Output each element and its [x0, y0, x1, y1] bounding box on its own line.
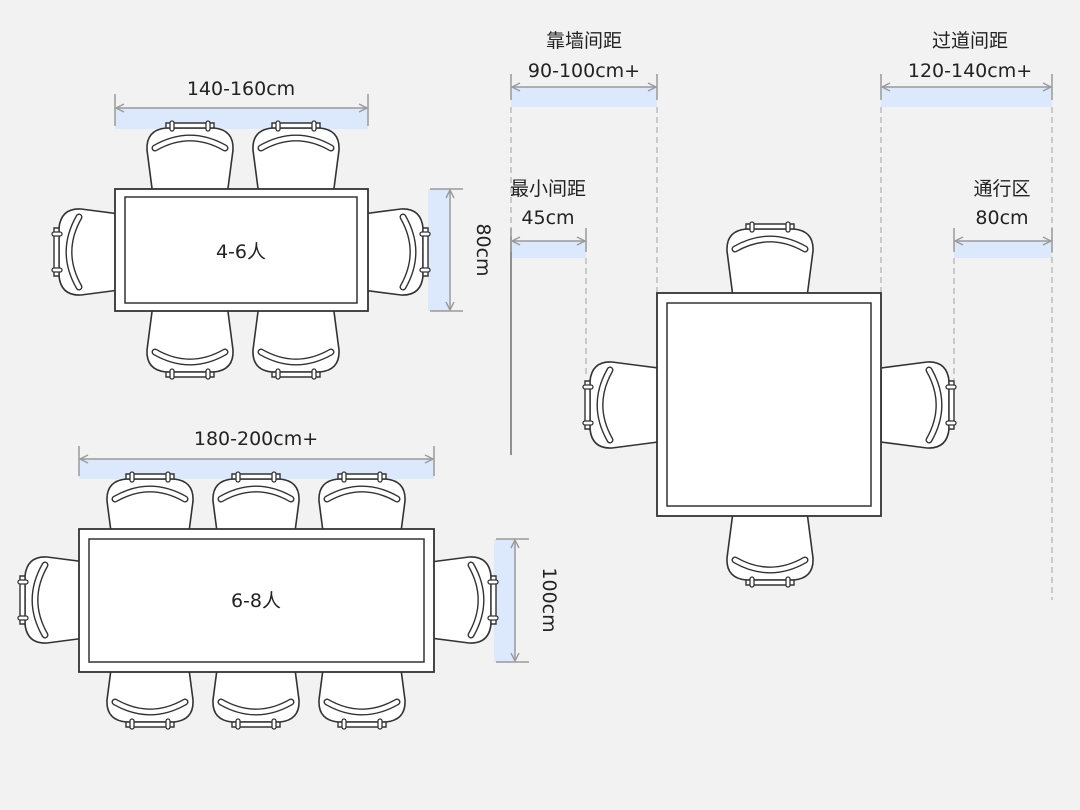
chair	[422, 556, 499, 644]
min-spacing-value: 45cm	[521, 207, 574, 229]
depth-label-4-6: 80cm	[472, 223, 494, 276]
chair	[252, 120, 340, 197]
band-140-160	[115, 108, 368, 129]
width-label-6-8: 180-200cm+	[194, 428, 318, 450]
chair	[146, 303, 234, 380]
min-spacing-title: 最小间距	[510, 178, 586, 200]
band-pass	[954, 241, 1052, 258]
chair	[51, 208, 128, 296]
chair	[354, 208, 431, 296]
chair	[17, 556, 94, 644]
wall-spacing-title: 靠墙间距	[546, 30, 622, 52]
band-wall	[511, 87, 657, 107]
chair	[726, 511, 814, 588]
band-100	[494, 539, 515, 662]
table-6-8: 6-8人	[78, 528, 435, 673]
band-aisle	[881, 87, 1052, 107]
pass-zone-value: 80cm	[975, 207, 1028, 229]
wall-spacing-value: 90-100cm+	[528, 60, 640, 82]
aisle-spacing-value: 120-140cm+	[908, 60, 1032, 82]
table-4-6: 4-6人	[114, 188, 369, 312]
depth-label-6-8: 100cm	[538, 567, 560, 632]
chair	[880, 361, 957, 449]
chair	[252, 303, 340, 380]
band-80	[428, 189, 449, 311]
guide-lines	[510, 107, 1053, 600]
chair	[146, 120, 234, 197]
table-square	[656, 292, 882, 517]
table-capacity-label: 6-8人	[231, 590, 281, 612]
chair	[726, 221, 814, 298]
width-label-4-6: 140-160cm	[187, 78, 295, 100]
dimension-lines	[78, 74, 1053, 663]
pass-zone-title: 通行区	[973, 178, 1030, 200]
band-min	[511, 241, 586, 258]
chair	[582, 361, 659, 449]
aisle-spacing-title: 过道间距	[932, 30, 1008, 52]
table-capacity-label: 4-6人	[216, 241, 266, 263]
